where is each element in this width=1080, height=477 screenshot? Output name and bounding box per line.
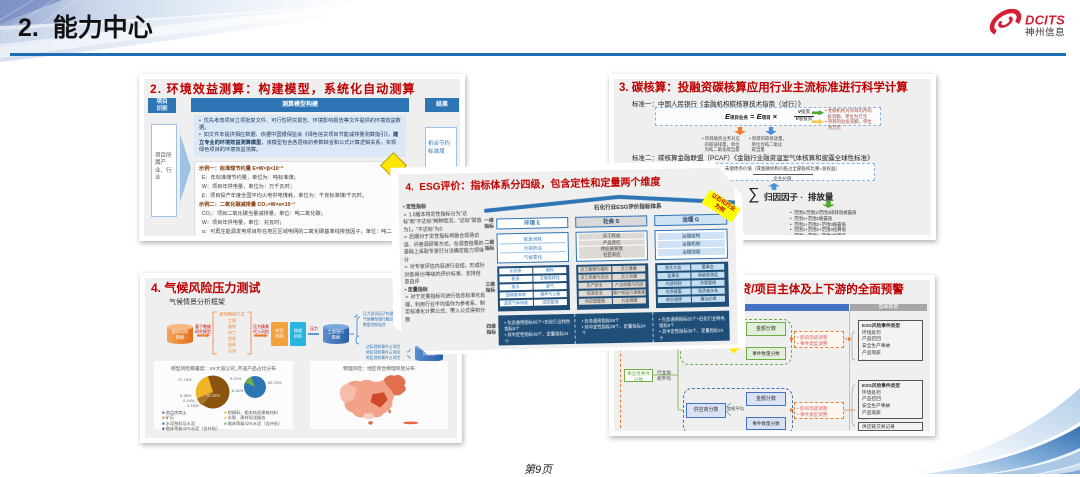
- svg-text:核工: 核工: [228, 329, 236, 335]
- svg-text:75.26%: 75.26%: [206, 393, 220, 398]
- svg-text:27.76%: 27.76%: [178, 377, 192, 382]
- svg-text:压力: 压力: [310, 325, 318, 331]
- svg-text:压力测试因子构建: 压力测试因子构建: [363, 311, 394, 316]
- svg-text:风险: 风险: [275, 333, 284, 340]
- svg-text:压力情景: 压力情景: [253, 323, 269, 329]
- svg-text:神州信息: 神州信息: [1025, 27, 1065, 39]
- svg-text:国内风险: 国内风险: [172, 328, 190, 335]
- svg-text:地区贷款事件占风险: 地区贷款事件占风险: [366, 350, 400, 355]
- svg-text:转型期权方法: 转型期权方法: [219, 311, 244, 318]
- svg-text:地区贷款事件占风险: 地区贷款事件占风险: [366, 355, 400, 360]
- svg-text:规划: 规划: [228, 323, 236, 329]
- svg-text:6.44%: 6.44%: [232, 388, 244, 393]
- svg-text:DCITS: DCITS: [1025, 13, 1065, 28]
- svg-text:退休: 退休: [228, 341, 236, 347]
- svg-text:工境: 工境: [228, 317, 236, 323]
- svg-text:55.75%: 55.75%: [268, 380, 282, 385]
- svg-text:研究模型: 研究模型: [195, 328, 211, 334]
- svg-text:气候模型银行触达: 气候模型银行触达: [363, 317, 394, 322]
- svg-text:0.15%: 0.15%: [187, 403, 199, 408]
- svg-text:风险: 风险: [294, 333, 303, 340]
- svg-text:9.22%: 9.22%: [230, 376, 242, 381]
- svg-text:数据: 数据: [332, 334, 340, 341]
- svg-text:物理: 物理: [294, 327, 303, 334]
- svg-text:信息: 信息: [228, 335, 236, 341]
- svg-text:代入风险: 代入风险: [253, 328, 269, 334]
- svg-text:数据: 数据: [176, 334, 184, 341]
- svg-text:工商银行: 工商银行: [328, 328, 345, 335]
- svg-text:基于数据: 基于数据: [195, 323, 211, 329]
- svg-text:0.14%: 0.14%: [183, 398, 195, 403]
- svg-text:数据贷款组合: 数据贷款组合: [363, 322, 386, 327]
- svg-text:边际贷款事件占风险: 边际贷款事件占风险: [366, 344, 400, 349]
- svg-text:转型: 转型: [275, 327, 283, 334]
- svg-text:石油: 石油: [228, 347, 236, 353]
- svg-text:0.35%: 0.35%: [180, 393, 192, 398]
